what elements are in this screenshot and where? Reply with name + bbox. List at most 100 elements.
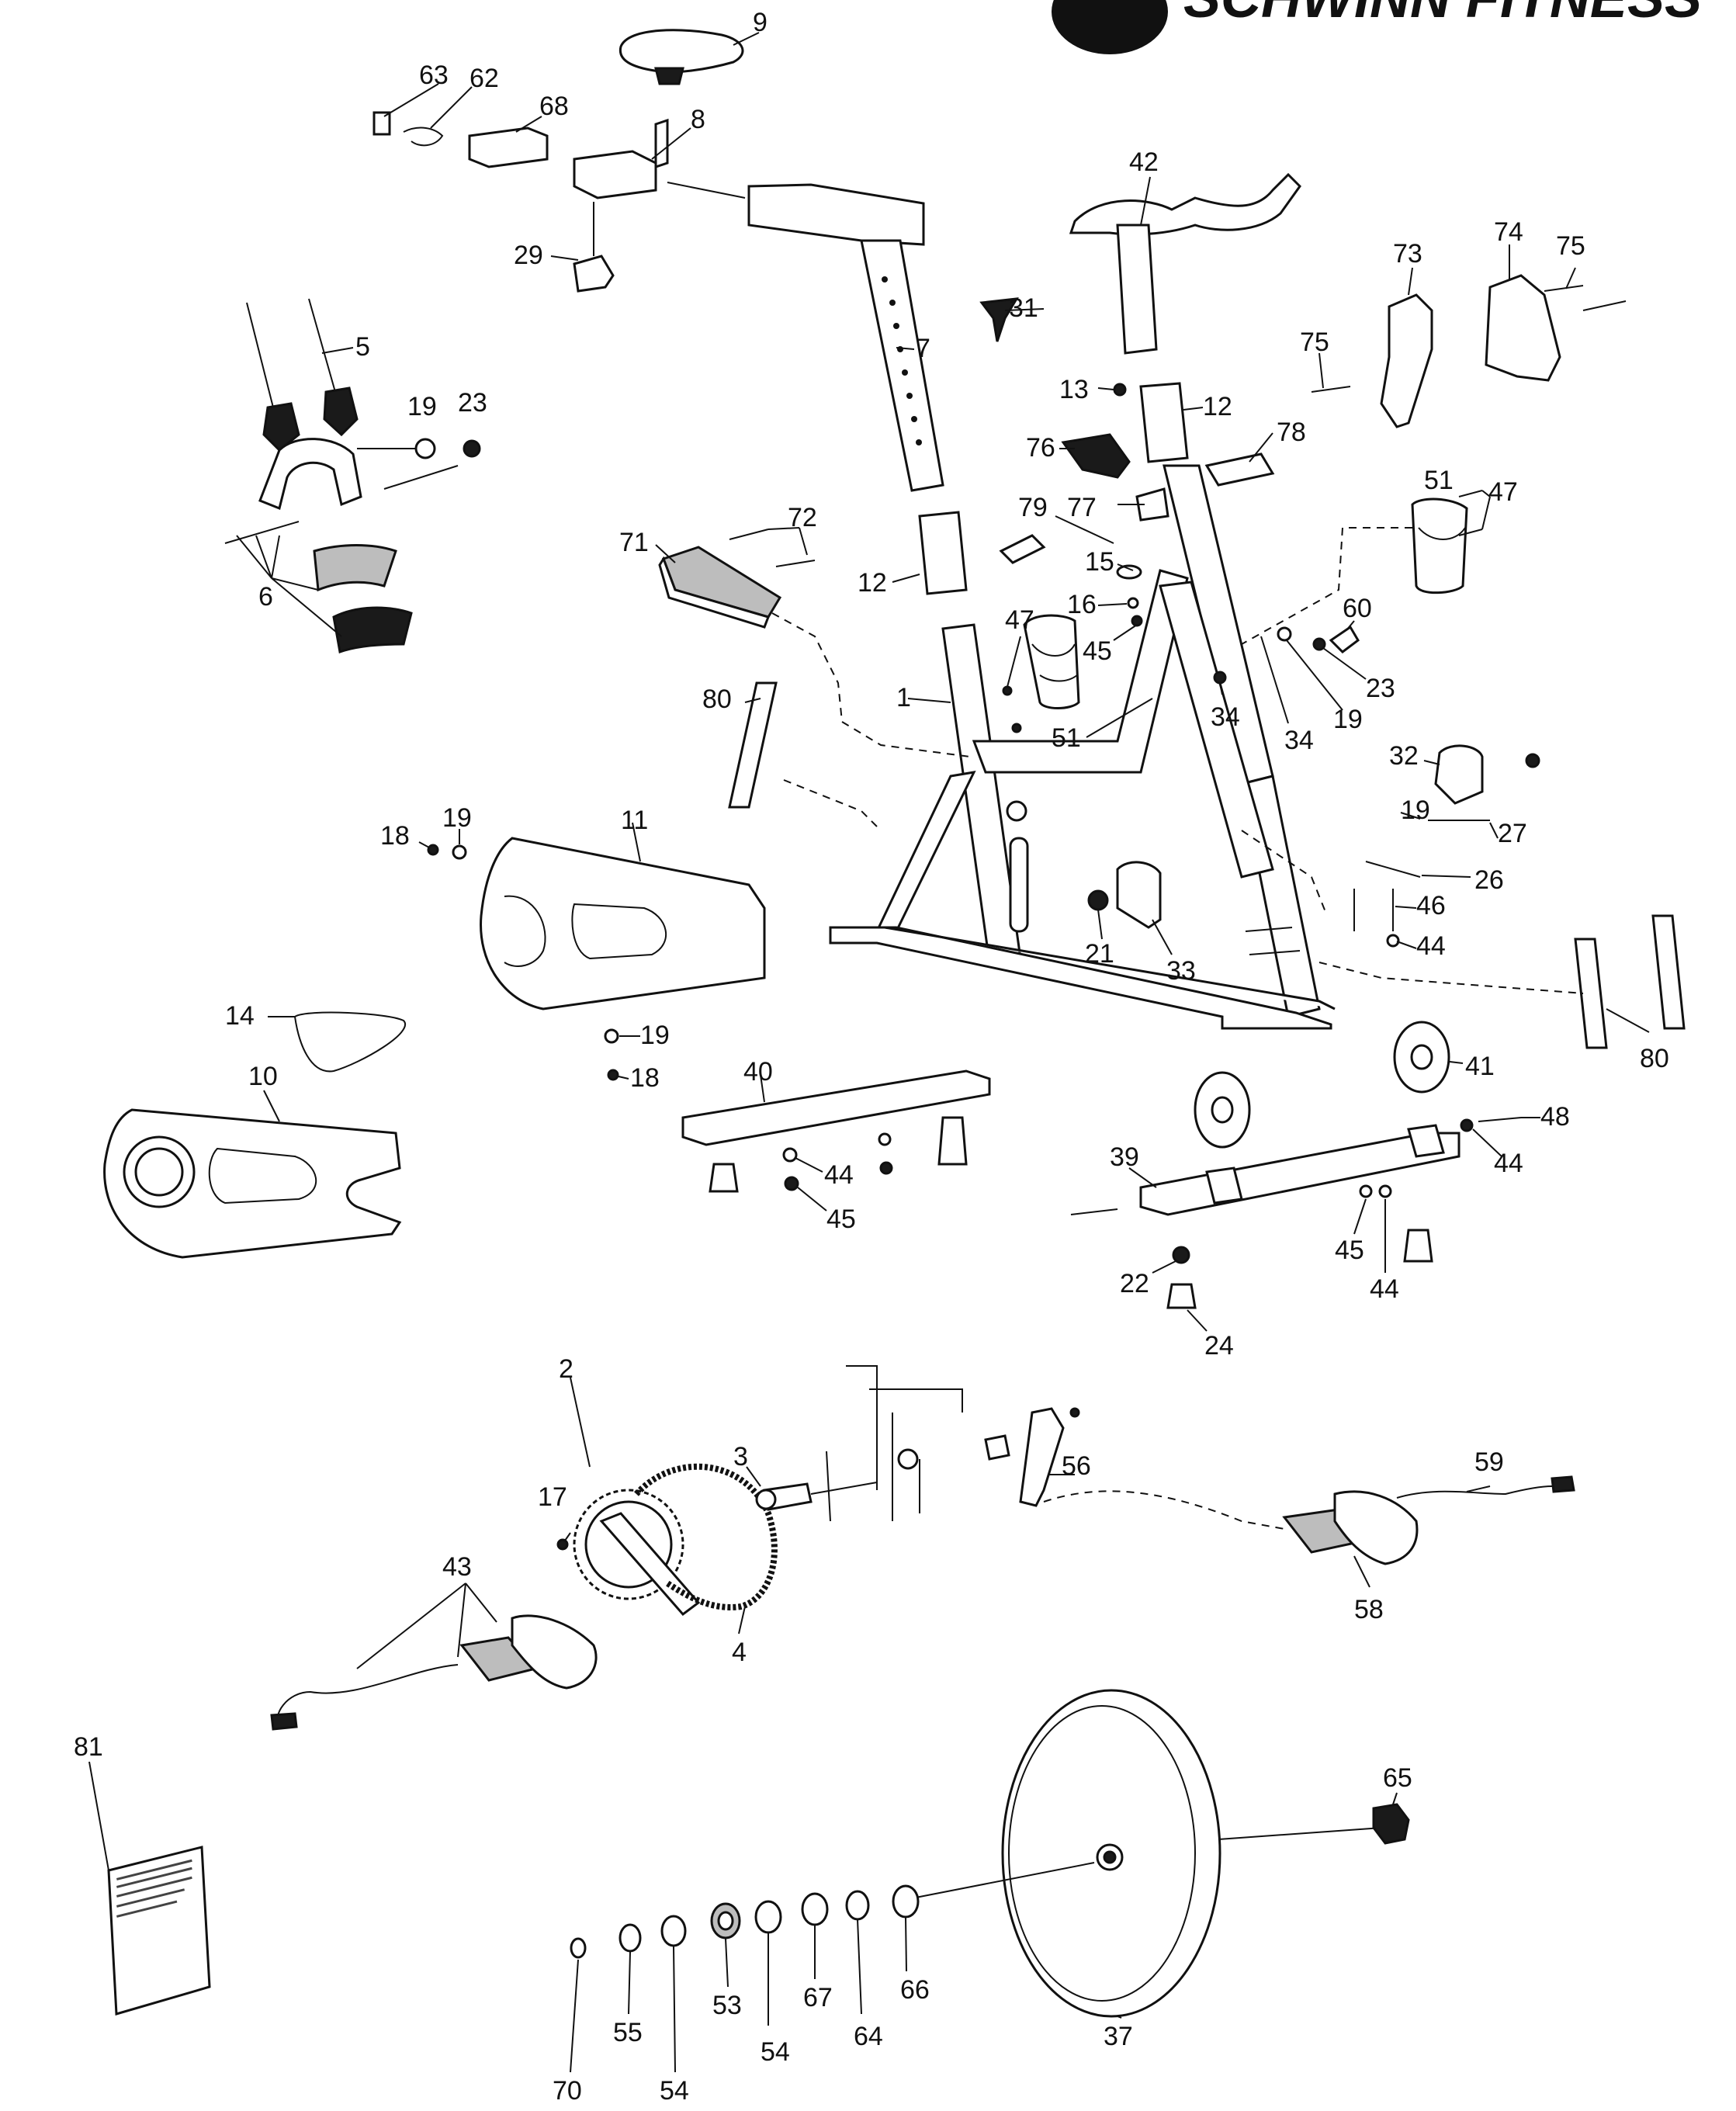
frame-base-back [884, 926, 1336, 1010]
screw-72a [729, 529, 769, 540]
leader-60 [1346, 620, 1355, 631]
leader-41 [1449, 1061, 1464, 1064]
seat-clip-63 [372, 111, 391, 136]
seat-post-hole [916, 439, 922, 445]
callout-65: 65 [1383, 1763, 1412, 1793]
frame-diag [1159, 581, 1274, 879]
front-covers [1311, 274, 1627, 428]
callout-73: 73 [1393, 239, 1422, 269]
flywheel-axis-left [915, 1862, 1095, 1898]
callout-31: 31 [1009, 293, 1038, 323]
callout-42: 42 [1129, 147, 1159, 177]
pin-13 [1113, 383, 1127, 397]
callout-15: 15 [1085, 547, 1114, 577]
hub-66 [892, 1884, 920, 1919]
leader-47b [1481, 490, 1491, 530]
wheel-bracket-a [1205, 1166, 1243, 1205]
callout-44b: 44 [824, 1160, 854, 1190]
callout-44a: 44 [1416, 931, 1446, 961]
leader-22 [1152, 1260, 1176, 1274]
callout-71: 71 [619, 528, 649, 557]
screw-75c [1582, 300, 1627, 311]
belt-14 [293, 1011, 407, 1073]
leader-65 [1392, 1792, 1398, 1805]
flywheel-assembly [570, 1689, 1410, 2018]
wheel-bracket-b [1407, 1124, 1445, 1158]
manual-81-body [107, 1846, 211, 2016]
leader-68 [515, 116, 542, 133]
handlebar-42 [1069, 172, 1301, 236]
leader-64 [857, 1919, 862, 2015]
screw-18b [607, 1069, 619, 1081]
guard-11-hub-cut [504, 895, 546, 967]
seat-axis-line [667, 182, 746, 199]
leader-9 [733, 32, 760, 46]
manual-line [116, 1867, 192, 1888]
washer-44c [878, 1132, 892, 1146]
callout-68: 68 [539, 92, 569, 121]
callout-47b: 47 [1488, 477, 1518, 507]
leader-42 [1140, 176, 1151, 226]
brake-bolt-2 [383, 465, 459, 490]
knob-31 [979, 297, 1019, 342]
seat-post-7 [860, 239, 944, 492]
callout-18b: 18 [630, 1063, 660, 1093]
seat-9 [619, 29, 744, 74]
leader-12a [1183, 407, 1204, 411]
callout-75b: 75 [1556, 231, 1585, 261]
callout-48: 48 [1540, 1102, 1570, 1132]
callout-51b: 51 [1424, 466, 1454, 495]
callout-44c: 44 [1494, 1149, 1523, 1178]
pivot-77 [1135, 487, 1169, 522]
right-fasteners [1213, 625, 1540, 948]
leader-27 [1489, 822, 1499, 839]
manual-line [116, 1859, 192, 1880]
leader-18b [618, 1076, 629, 1080]
crank-bolt-17 [556, 1538, 569, 1551]
screw-47b [1011, 723, 1022, 733]
leader-34b [1260, 636, 1289, 724]
leader-45a [1113, 624, 1138, 641]
stabilizer-39-body [1139, 1132, 1461, 1216]
drive-train [556, 1365, 1080, 1617]
leader-71 [655, 544, 676, 563]
washer-19d [604, 1028, 619, 1044]
freewheel-55 [619, 1923, 642, 1953]
leader-44b [795, 1157, 823, 1173]
leader-31 [1004, 308, 1045, 311]
leader-51a [1086, 698, 1153, 738]
callout-66: 66 [900, 1975, 930, 2005]
bracket-32 [1434, 744, 1484, 805]
sprocket-53-inner [717, 1911, 734, 1931]
callout-19a: 19 [407, 392, 437, 421]
callout-72: 72 [788, 503, 817, 532]
callout-59: 59 [1474, 1447, 1504, 1477]
brake-pad-6b [332, 606, 413, 654]
leader-47a [1007, 636, 1021, 688]
callout-3: 3 [733, 1442, 748, 1471]
callout-63: 63 [419, 61, 449, 90]
callout-33: 33 [1166, 956, 1196, 986]
callout-41: 41 [1465, 1052, 1495, 1081]
callout-43: 43 [442, 1552, 472, 1582]
dashed-guides [771, 527, 1584, 1530]
callout-2: 2 [559, 1354, 573, 1384]
leader-46 [1395, 906, 1417, 909]
callout-24: 24 [1204, 1331, 1234, 1361]
manual-81-lines [116, 1859, 192, 1918]
leader-2 [570, 1377, 591, 1468]
nut-44c [1460, 1118, 1474, 1132]
pedal-right-58 [1282, 1475, 1575, 1565]
screw-47a [1002, 685, 1013, 696]
callout-26: 26 [1474, 865, 1504, 895]
leader-59 [1466, 1485, 1491, 1492]
callout-14: 14 [225, 1001, 255, 1031]
leader-40 [760, 1074, 765, 1103]
seat-post-assembly [747, 183, 968, 595]
seat-post-hole [882, 276, 888, 283]
leader-15 [1117, 563, 1134, 571]
screw-47c [1458, 490, 1483, 497]
leveler-24 [1166, 1283, 1197, 1309]
guard-11-window [571, 903, 667, 960]
bolt-48 [1478, 1117, 1522, 1122]
